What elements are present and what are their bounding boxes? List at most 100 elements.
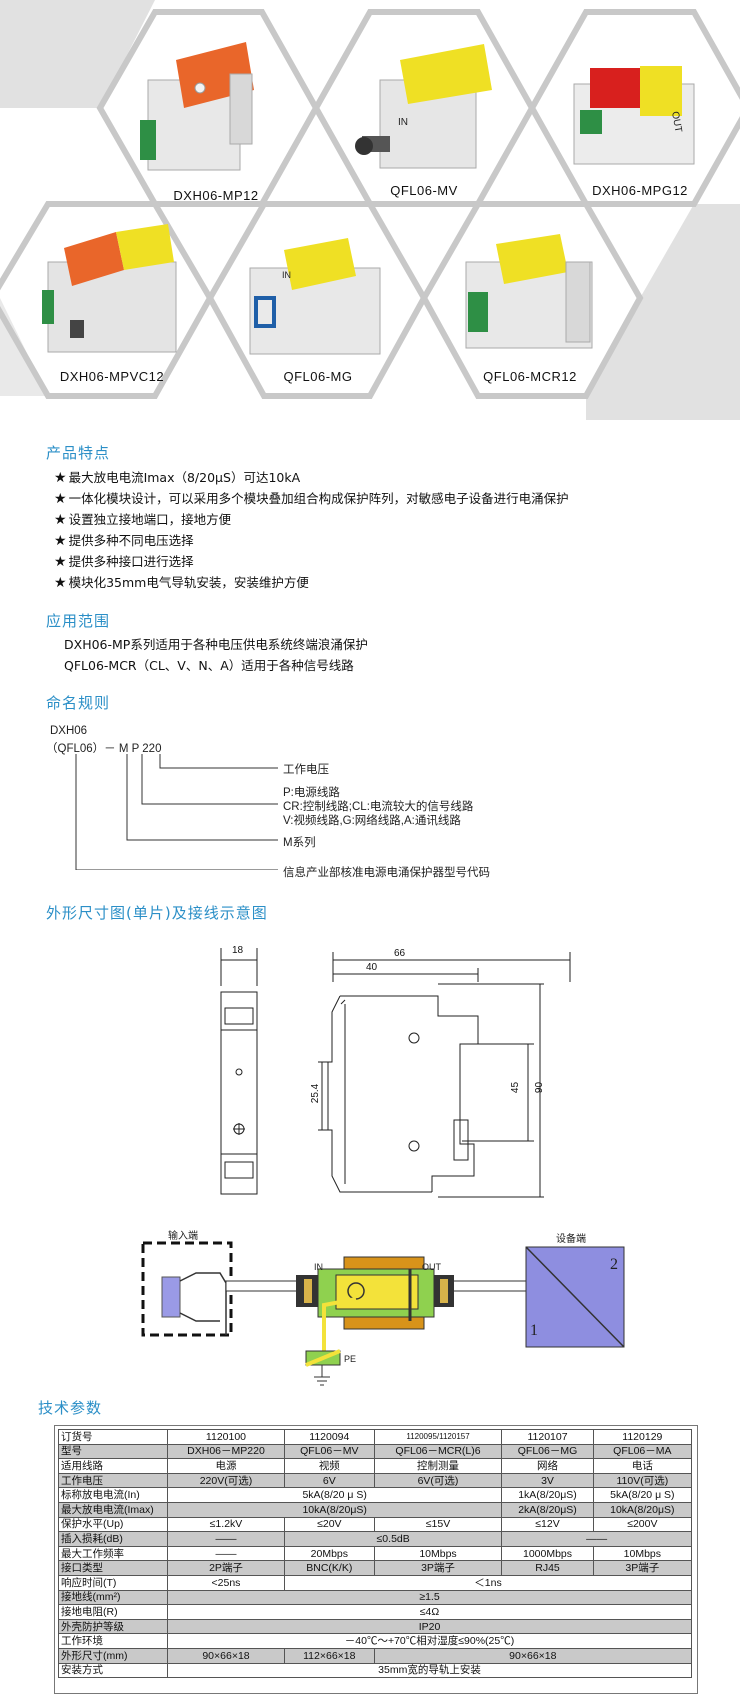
spec-cell: ≤1.2kV (167, 1516, 285, 1533)
star-icon: ★ (54, 512, 67, 528)
spec-cell: QFL06－MG (501, 1443, 594, 1460)
spec-cell: IP20 (167, 1618, 692, 1635)
yellow-rj45-module-product-icon: IN (249, 238, 381, 355)
spec-cell: —— (167, 1531, 285, 1547)
spec-cell: 90×66×18 (373, 1647, 693, 1664)
spec-cell: QFL06－MA (592, 1443, 693, 1460)
dim-label: 45 (510, 1081, 522, 1094)
spec-cell: －40℃～+70℃相对湿度≤90%(25℃) (167, 1633, 692, 1649)
spec-row: 标称放电电流(In)5kA(8/20 μ S)1kA(8/20μS)5kA(8/… (58, 1487, 693, 1503)
spec-cell: 控制测量 (373, 1458, 503, 1474)
naming-p: P:电源线路 (283, 787, 340, 799)
spec-row-label: 保护水平(Up) (58, 1516, 168, 1533)
spec-row-label: 接地电阻(R) (58, 1604, 168, 1620)
spec-cell: 220V(可选) (167, 1472, 285, 1489)
spec-cell: QFL06－MCR(L)6 (373, 1443, 503, 1460)
dim-label: 90 (534, 1081, 546, 1094)
yellow-terminal-module-product-icon (465, 234, 593, 349)
spec-cell: ≤12V (501, 1516, 594, 1533)
naming-code-desc: 信息产业部核准电源电涌保护器型号代码 (283, 867, 490, 879)
spec-cell: 网络 (501, 1458, 594, 1474)
naming-v: V:视频线路,G:网络线路,A:通讯线路 (283, 815, 461, 827)
spec-cell: 视频 (283, 1458, 375, 1474)
yellow-bnc-module-product-icon: IN (355, 44, 492, 169)
spec-cell: 3P端子 (592, 1560, 693, 1576)
spec-cell: 1kA(8/20μS) (501, 1487, 594, 1503)
spec-cell: ≤4Ω (167, 1604, 692, 1620)
spec-row-label: 最大放电电流(Imax) (58, 1501, 168, 1518)
spec-cell: DXH06－MP220 (167, 1443, 285, 1460)
spec-row: 保护水平(Up)≤1.2kV≤20V≤15V≤12V≤200V (58, 1516, 693, 1533)
spec-cell: 电话 (592, 1458, 693, 1474)
dim-label: 66 (394, 948, 406, 959)
product-label: DXH06-MPVC12 (59, 369, 165, 384)
spec-row-label: 接地线(mm²) (58, 1589, 168, 1606)
spec-cell: ≤0.5dB (283, 1531, 503, 1547)
spec-cell: 10kA(8/20μS) (592, 1501, 693, 1518)
naming-leader-lines (75, 754, 278, 870)
application-item: QFL06-MCR（CL、V、N、A）适用于各种信号线路 (64, 658, 354, 673)
spec-row-label: 外壳防护等级 (58, 1618, 168, 1635)
pe-label: PE (344, 1354, 357, 1364)
spec-cell: ＜1ns (283, 1574, 693, 1591)
star-icon: ★ (54, 575, 67, 591)
features-title: 产品特点 (46, 444, 111, 462)
spec-row-label: 响应时间(T) (58, 1574, 168, 1591)
star-icon: ★ (54, 533, 67, 549)
spec-title: 技术参数 (38, 1399, 103, 1417)
product-label: QFL06-MV (390, 183, 458, 198)
dim-label: 18 (232, 945, 244, 956)
spec-cell: 1120095/1120157 (373, 1429, 503, 1445)
star-icon: ★ (54, 554, 67, 570)
spec-cell: RJ45 (501, 1560, 594, 1576)
spec-cell: 1120100 (167, 1429, 285, 1445)
wiring-diagram (141, 1241, 625, 1386)
device-num-2: 2 (610, 1256, 618, 1273)
dim-label: 40 (366, 962, 378, 973)
spec-cell: 3V (501, 1472, 594, 1489)
spec-cell: 112×66×18 (283, 1647, 375, 1664)
spec-cell: 110V(可选) (592, 1472, 693, 1489)
spec-row-label: 工作环境 (58, 1633, 168, 1649)
feature-item: ★模块化35mm电气导轨安装，安装维护方便 (54, 575, 309, 591)
application-title: 应用范围 (46, 612, 111, 630)
spec-cell: 电源 (167, 1458, 285, 1474)
product-label: DXH06-MPG12 (592, 183, 688, 198)
product-label: QFL06-MG (283, 369, 353, 384)
feature-item: ★设置独立接地端口，接地方便 (54, 512, 232, 528)
star-icon: ★ (54, 491, 67, 507)
device-label: 设备端 (556, 1234, 586, 1245)
spec-cell: —— (167, 1545, 285, 1562)
spec-cell: ≥1.5 (167, 1589, 692, 1606)
product-label: DXH06-MP12 (173, 188, 259, 203)
dimension-drawing (220, 948, 571, 1198)
spec-row-label: 接口类型 (58, 1560, 168, 1576)
spec-cell: 5kA(8/20 μ S) (166, 1487, 503, 1503)
input-plug-icon (161, 1276, 181, 1318)
drawing-title: 外形尺寸图(单片)及接线示意图 (46, 904, 268, 922)
spec-cell: 10kA(8/20μS) (166, 1501, 503, 1518)
application-item: DXH06-MP系列适用于各种电压供电系统终端浪涌保护 (64, 637, 368, 652)
naming-cr: CR:控制线路;CL:电流较大的信号线路 (283, 801, 474, 813)
spec-row-label: 最大工作频率 (58, 1545, 168, 1562)
spec-cell: 90×66×18 (167, 1647, 285, 1664)
spec-row: 接地线(mm²)≥1.5 (58, 1589, 692, 1606)
spec-row: 接地电阻(R)≤4Ω (58, 1604, 692, 1620)
spec-cell: 10Mbps (592, 1545, 693, 1562)
naming-code-line1: DXH06 (50, 725, 88, 737)
svg-text:IN: IN (282, 270, 291, 280)
spec-cell: QFL06－MV (283, 1443, 375, 1460)
feature-item: ★一体化模块设计，可以采用多个模块叠加组合构成保护阵列，对敏感电子设备进行电涌保… (54, 491, 569, 507)
spec-row: 工作环境－40℃～+70℃相对湿度≤90%(25℃) (58, 1633, 692, 1649)
spec-row-label: 适用线路 (58, 1458, 168, 1474)
red-yellow-module-product-icon: OUT (573, 66, 695, 165)
spec-cell: 20Mbps (283, 1545, 375, 1562)
spec-cell: BNC(K/K) (283, 1560, 375, 1576)
svg-text:OUT: OUT (669, 111, 683, 134)
spec-cell: 6V(可选) (373, 1472, 503, 1489)
